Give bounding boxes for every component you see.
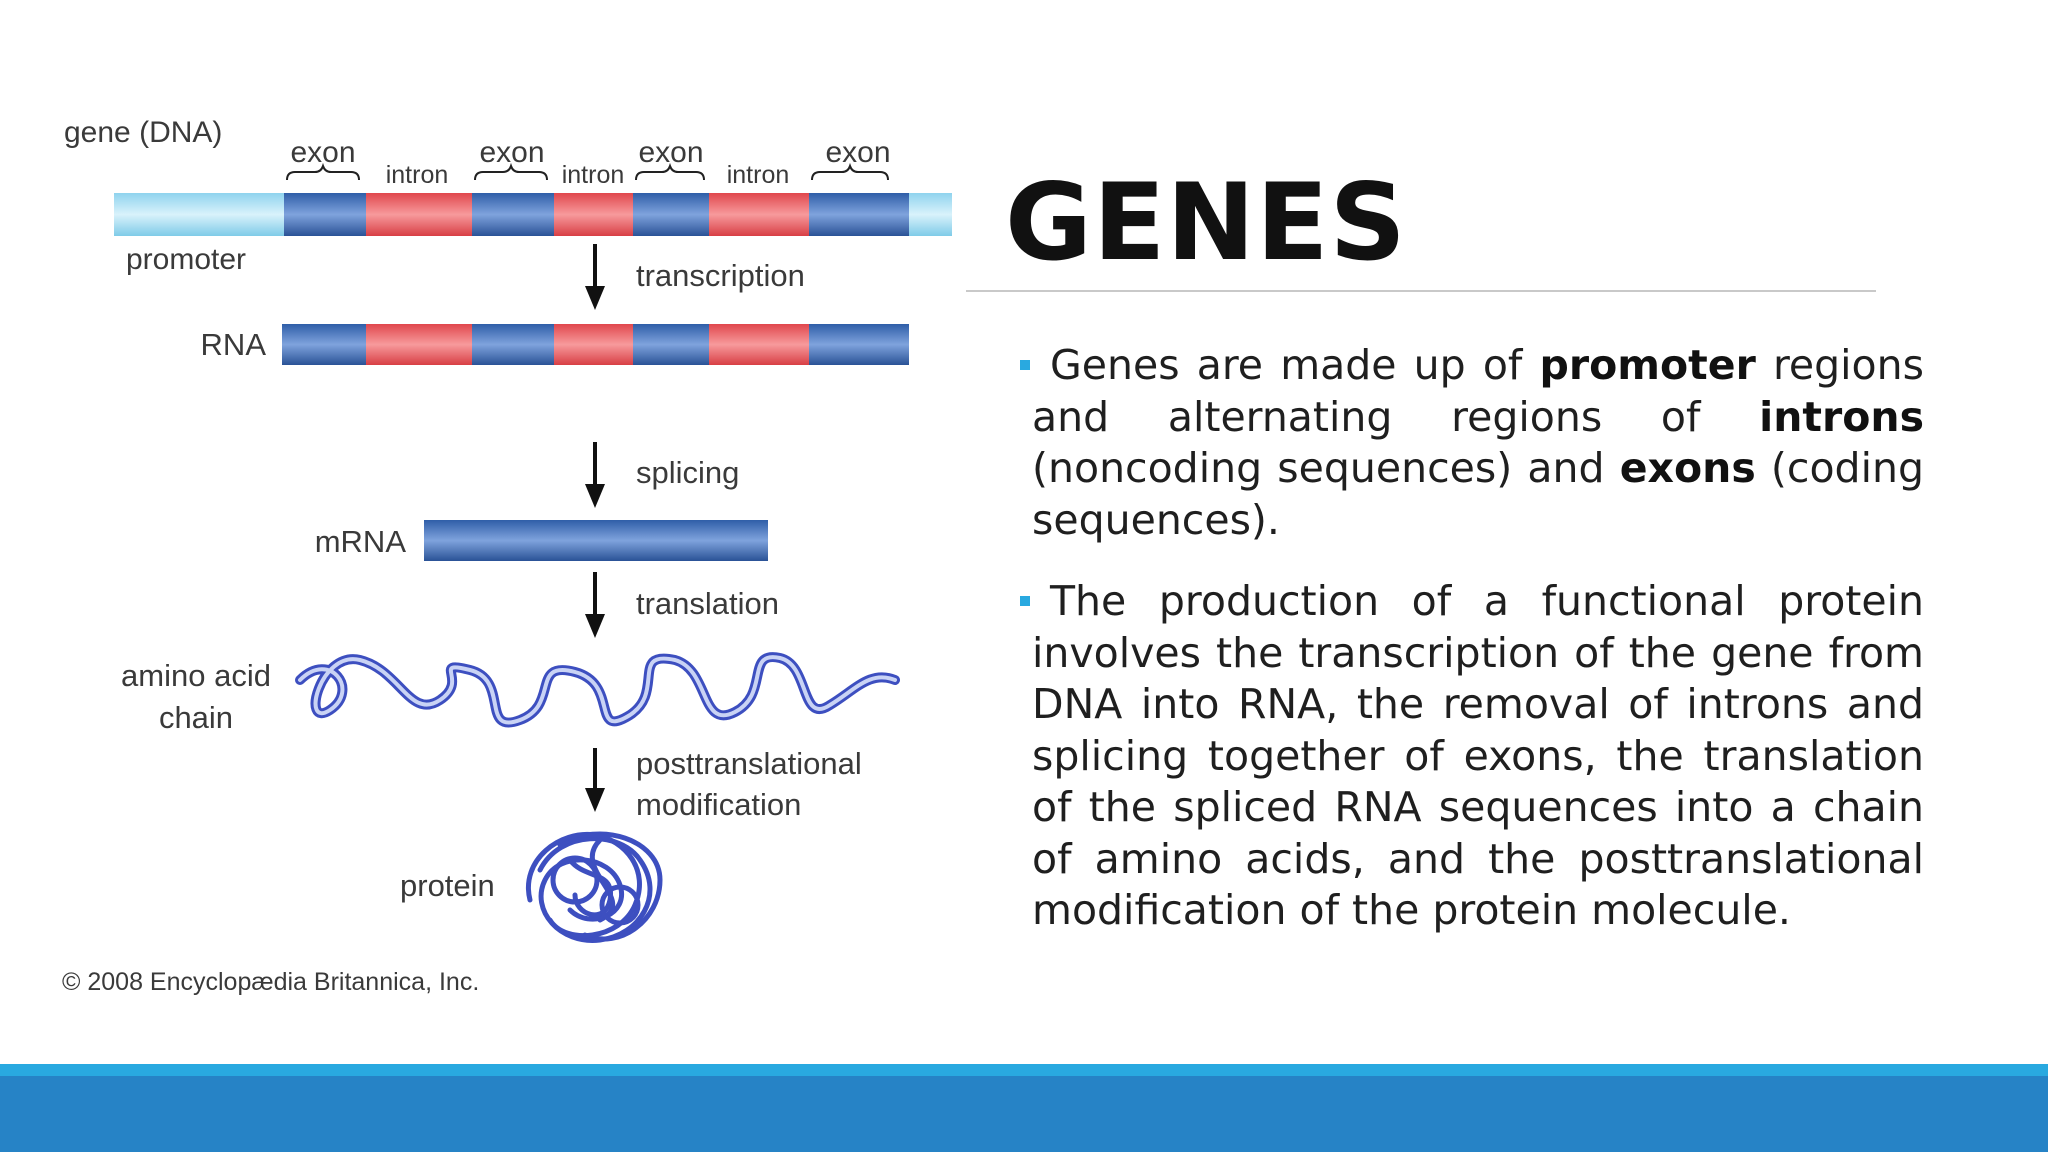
promoter-segment bbox=[114, 193, 284, 236]
intron-label: intron bbox=[727, 161, 790, 189]
gene-expression-diagram: gene (DNA) exon intron exon intron exon … bbox=[62, 116, 952, 996]
mrna-bar bbox=[424, 520, 768, 561]
exon-segment bbox=[282, 324, 366, 365]
translation-label: translation bbox=[636, 586, 779, 621]
exon-braces bbox=[286, 162, 889, 181]
exon-segment bbox=[809, 193, 909, 236]
amino-acid-chain-label: amino acid bbox=[121, 658, 271, 693]
bullet-list: Genes are made up of promoter regions an… bbox=[1020, 340, 1924, 967]
bullet-marker-icon bbox=[1020, 360, 1030, 370]
footer-band bbox=[0, 1076, 2048, 1152]
text-run: The production of a functional protein i… bbox=[1032, 577, 1924, 934]
gene-dna-label: gene (DNA) bbox=[64, 116, 222, 149]
exon-segment bbox=[472, 193, 554, 236]
intron-segment bbox=[366, 324, 472, 365]
transcription-label: transcription bbox=[636, 258, 805, 293]
bullet-marker-icon bbox=[1020, 596, 1030, 606]
splicing-label: splicing bbox=[636, 455, 739, 490]
exon-segment bbox=[633, 324, 709, 365]
intron-label: intron bbox=[386, 161, 449, 189]
slide-title: GENES bbox=[1005, 161, 1407, 284]
bullet-text: Genes are made up of promoter regions an… bbox=[1032, 341, 1924, 544]
promoter-segment bbox=[909, 193, 952, 236]
rna-label: RNA bbox=[201, 327, 267, 362]
copyright-text: © 2008 Encyclopædia Britannica, Inc. bbox=[62, 968, 479, 996]
bold-term: promoter bbox=[1539, 341, 1756, 389]
bold-term: introns bbox=[1759, 392, 1924, 441]
bold-term: exons bbox=[1619, 444, 1756, 492]
intron-segment bbox=[366, 193, 472, 236]
dna-bar bbox=[114, 193, 952, 236]
text-run: (coding sequences). bbox=[1032, 444, 1924, 544]
protein-blob bbox=[526, 831, 663, 943]
intron-segment bbox=[709, 324, 809, 365]
amino-acid-chain-label: chain bbox=[159, 700, 233, 735]
bullet-item: Genes are made up of promoter regions an… bbox=[1020, 340, 1924, 546]
arrow-down-icon bbox=[585, 442, 605, 508]
exon-label: exon bbox=[638, 136, 703, 169]
text-run: Genes are made up of bbox=[1050, 341, 1540, 389]
footer-stripe bbox=[0, 1064, 2048, 1076]
promoter-label: promoter bbox=[126, 243, 246, 276]
intron-segment bbox=[709, 193, 809, 236]
mrna-label: mRNA bbox=[315, 524, 407, 559]
text-run: regions and alternating regions of bbox=[1032, 341, 1924, 441]
intron-label: intron bbox=[562, 161, 625, 189]
title-divider bbox=[966, 290, 1876, 292]
modification-label: modification bbox=[636, 787, 801, 822]
bullet-text: The production of a functional protein i… bbox=[1032, 577, 1924, 934]
protein-label: protein bbox=[400, 868, 495, 903]
exon-segment bbox=[472, 324, 554, 365]
amino-acid-chain bbox=[295, 652, 900, 728]
arrow-down-icon bbox=[585, 748, 605, 812]
exon-label: exon bbox=[479, 136, 544, 169]
exon-segment bbox=[633, 193, 709, 236]
bullet-item: The production of a functional protein i… bbox=[1020, 576, 1924, 937]
posttranslational-label: posttranslational bbox=[636, 746, 862, 781]
intron-segment bbox=[554, 324, 633, 365]
exon-segment bbox=[809, 324, 909, 365]
arrow-down-icon bbox=[585, 572, 605, 638]
rna-bar bbox=[282, 324, 909, 365]
intron-segment bbox=[554, 193, 633, 236]
exon-segment bbox=[284, 193, 366, 236]
exon-label: exon bbox=[825, 136, 890, 169]
text-run: (noncoding sequences) and bbox=[1032, 444, 1620, 492]
arrow-down-icon bbox=[585, 244, 605, 310]
